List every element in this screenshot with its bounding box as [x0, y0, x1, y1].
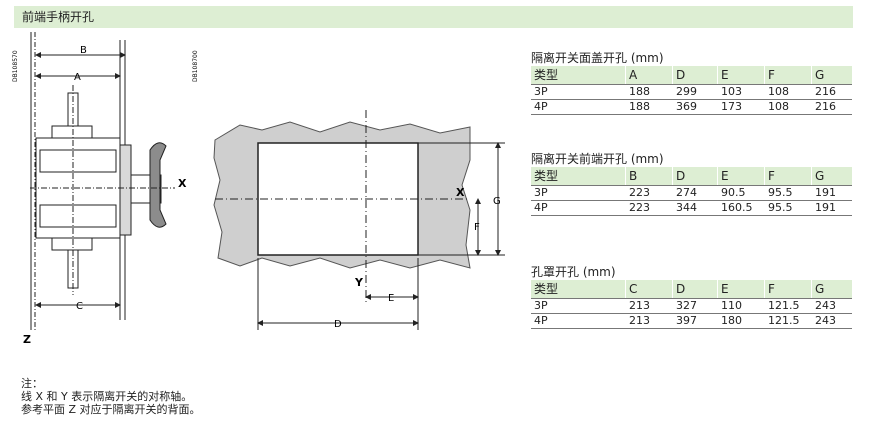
col-header: D	[672, 167, 718, 186]
cell: 173	[717, 99, 765, 115]
col-header: C	[625, 280, 673, 299]
cell: 243	[811, 298, 852, 314]
cell: 108	[764, 84, 812, 100]
notes-heading: 注：	[21, 377, 43, 390]
cell: 213	[625, 298, 673, 314]
label-x-left: X	[178, 177, 187, 190]
col-header: B	[625, 167, 673, 186]
drawing-id-right: DB108700	[192, 50, 199, 82]
notes: 注： 线 X 和 Y 表示隔离开关的对称轴。 参考平面 Z 对应于隔离开关的背面…	[21, 377, 201, 416]
cell: 3P	[531, 84, 626, 100]
col-header: E	[717, 167, 765, 186]
col-type: 类型	[531, 280, 626, 299]
table-header-row: 类型 C D E F G	[531, 280, 852, 299]
label-a: A	[74, 72, 81, 83]
col-header: D	[672, 66, 718, 85]
label-z: Z	[23, 333, 31, 346]
table-hole-cover-cutout: 孔罩开孔 (mm) 类型 C D E F G 3P 213 327 110 12…	[531, 264, 852, 329]
col-header: D	[672, 280, 718, 299]
table-front-cutout: 隔离开关前端开孔 (mm) 类型 B D E F G 3P 223 274 90…	[531, 151, 852, 216]
col-type: 类型	[531, 66, 626, 85]
cell: 223	[625, 200, 673, 216]
section-title: 前端手柄开孔	[22, 10, 95, 24]
table-header-row: 类型 B D E F G	[531, 167, 852, 186]
cell: 3P	[531, 298, 626, 314]
cell: 121.5	[764, 313, 812, 329]
table-row: 3P 188 299 103 108 216	[531, 84, 852, 100]
table-title: 隔离开关面盖开孔 (mm)	[531, 51, 664, 65]
label-b: B	[80, 45, 87, 56]
label-y: Y	[354, 276, 364, 289]
cell: 180	[717, 313, 765, 329]
cell: 299	[672, 84, 718, 100]
cell: 4P	[531, 99, 626, 115]
table-title: 隔离开关前端开孔 (mm)	[531, 152, 664, 166]
label-g: G	[493, 196, 501, 207]
col-header: F	[764, 167, 812, 186]
cell: 108	[764, 99, 812, 115]
cell: 191	[811, 200, 852, 216]
drawing-id-left: DB108570	[12, 50, 19, 82]
cell: 188	[625, 99, 673, 115]
label-x-right: X	[456, 186, 465, 199]
cell: 216	[811, 84, 852, 100]
table-row: 4P 213 397 180 121.5 243	[531, 313, 852, 329]
cell: 223	[625, 185, 673, 201]
cell: 103	[717, 84, 765, 100]
side-view-drawing: DB108570 Z B A X C	[12, 32, 187, 346]
label-c: C	[76, 301, 83, 312]
cell: 110	[717, 298, 765, 314]
col-header: F	[764, 66, 812, 85]
notes-line: 参考平面 Z 对应于隔离开关的背面。	[21, 403, 201, 416]
section-title-bar: 前端手柄开孔	[14, 6, 853, 28]
cell: 327	[672, 298, 718, 314]
table-row: 3P 213 327 110 121.5 243	[531, 298, 852, 314]
col-header: A	[625, 66, 673, 85]
cell: 213	[625, 313, 673, 329]
table-header-row: 类型 A D E F G	[531, 66, 852, 85]
notes-line: 线 X 和 Y 表示隔离开关的对称轴。	[21, 390, 193, 403]
label-e: E	[388, 293, 394, 304]
cell: 191	[811, 185, 852, 201]
col-type: 类型	[531, 167, 626, 186]
table-row: 4P 188 369 173 108 216	[531, 99, 852, 115]
table-title: 孔罩开孔 (mm)	[531, 265, 616, 279]
col-header: E	[717, 280, 765, 299]
cell: 4P	[531, 200, 626, 216]
cell: 3P	[531, 185, 626, 201]
cell: 243	[811, 313, 852, 329]
col-header: G	[811, 280, 852, 299]
cell: 397	[672, 313, 718, 329]
cell: 95.5	[764, 185, 812, 201]
col-header: G	[811, 66, 852, 85]
col-header: G	[811, 167, 852, 186]
cell: 95.5	[764, 200, 812, 216]
cutout-drawing: DB108700 X G F Y E D	[192, 50, 505, 330]
cell: 160.5	[717, 200, 765, 216]
col-header: F	[764, 280, 812, 299]
table-cover-cutout: 隔离开关面盖开孔 (mm) 类型 A D E F G 3P 188 299 10…	[531, 50, 852, 115]
label-d: D	[334, 319, 342, 330]
cell: 90.5	[717, 185, 765, 201]
cell: 188	[625, 84, 673, 100]
table-row: 4P 223 344 160.5 95.5 191	[531, 200, 852, 216]
cell: 216	[811, 99, 852, 115]
cell: 344	[672, 200, 718, 216]
cell: 369	[672, 99, 718, 115]
cell: 274	[672, 185, 718, 201]
table-row: 3P 223 274 90.5 95.5 191	[531, 185, 852, 201]
col-header: E	[717, 66, 765, 85]
cell: 4P	[531, 313, 626, 329]
label-f: F	[474, 222, 480, 233]
cell: 121.5	[764, 298, 812, 314]
